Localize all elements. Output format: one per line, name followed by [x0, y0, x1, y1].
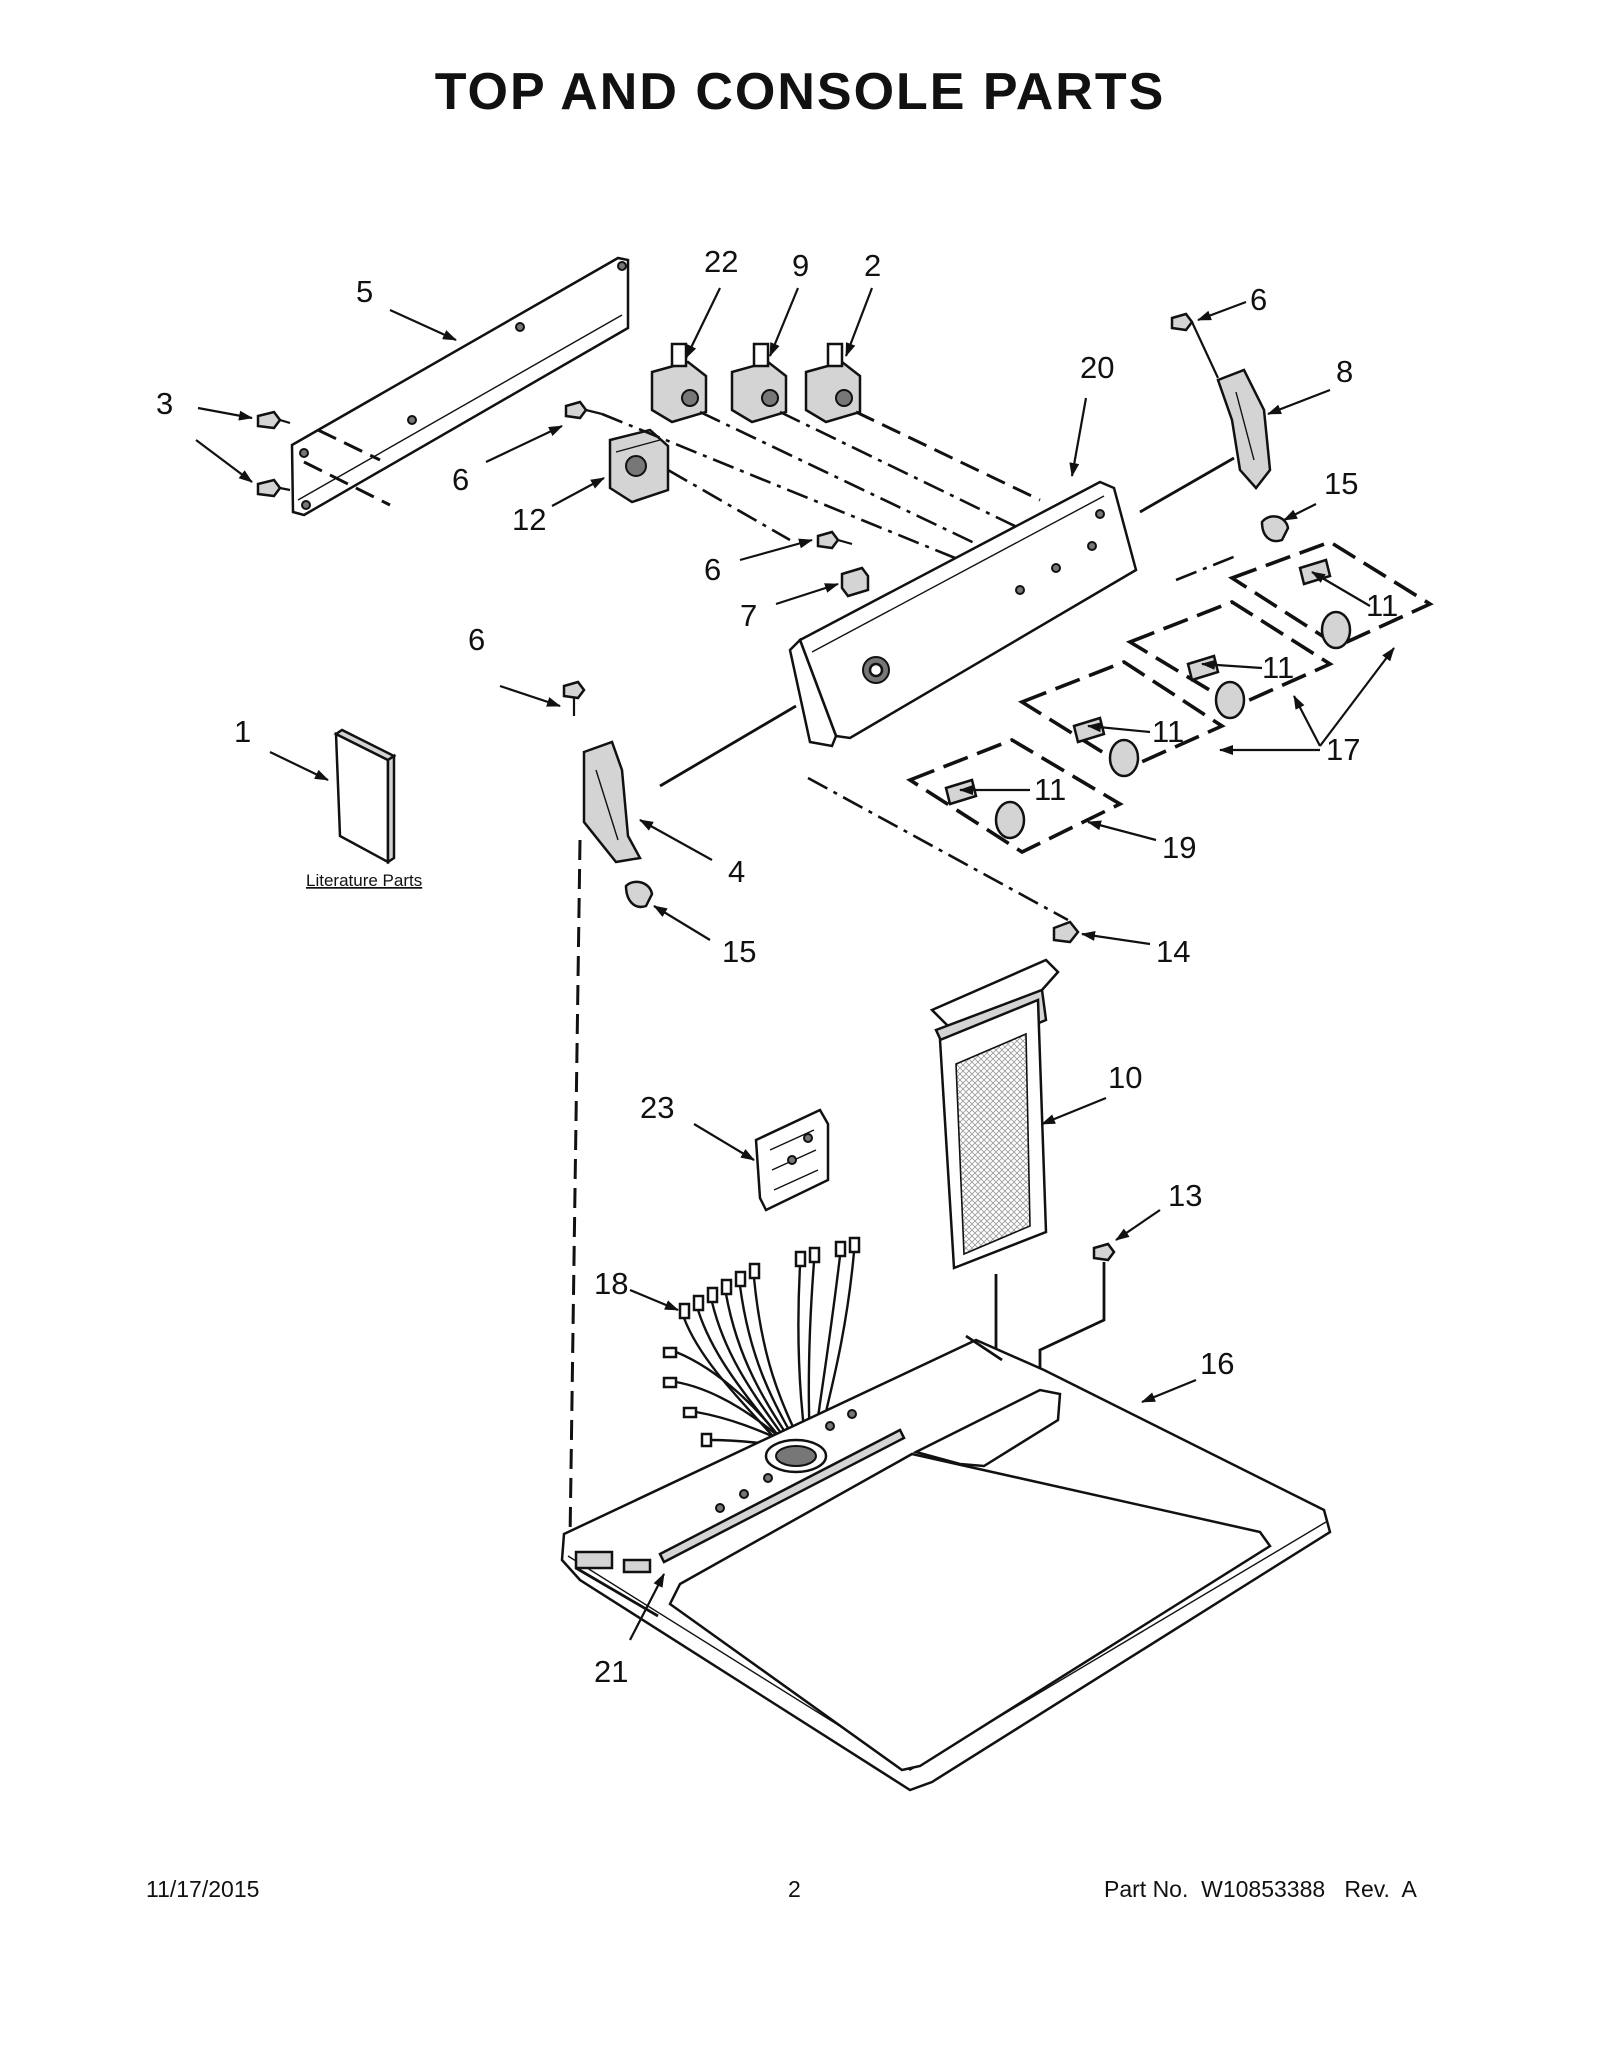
callout-15: 15 — [722, 934, 756, 969]
footer-part-number: Part No. W10853388 Rev. A — [1104, 1876, 1417, 1902]
part-20-console — [788, 480, 1138, 748]
callout-14: 14 — [1156, 934, 1190, 969]
part-2-switch — [804, 342, 862, 424]
guide-line — [303, 460, 391, 507]
part-15-clip — [624, 880, 654, 909]
guide-line — [699, 410, 1011, 562]
callout-23: 23 — [640, 1090, 674, 1125]
callout-6: 6 — [452, 462, 469, 497]
callout-6: 6 — [704, 552, 721, 587]
part-12-timer — [608, 428, 670, 504]
part-23-board — [754, 1108, 830, 1212]
callout-9: 9 — [792, 248, 809, 283]
part-13-screw — [1092, 1242, 1116, 1262]
guide-line — [855, 410, 1041, 502]
callout-22: 22 — [704, 244, 738, 279]
guide-line — [659, 704, 797, 788]
guide-line — [807, 776, 1069, 922]
callout-10: 10 — [1108, 1060, 1142, 1095]
part-8-bracket — [1216, 368, 1272, 490]
callout-20: 20 — [1080, 350, 1114, 385]
part-14-screw — [1052, 920, 1080, 944]
callout-3: 3 — [156, 386, 173, 421]
callout-11: 11 — [1262, 650, 1294, 685]
callout-4: 4 — [728, 854, 745, 889]
part-6-screw — [562, 680, 586, 716]
page-title: TOP AND CONSOLE PARTS — [434, 63, 1166, 121]
part-6-screw — [816, 530, 853, 550]
callout-2: 2 — [864, 248, 881, 283]
callout-11: 11 — [1034, 772, 1066, 807]
callout-18: 18 — [594, 1266, 628, 1301]
guide-line — [601, 412, 961, 562]
part-5-back-panel — [290, 256, 630, 517]
part-4-bracket — [582, 740, 642, 864]
footer-page-number: 2 — [788, 1876, 801, 1902]
guide-line — [1139, 456, 1235, 514]
knob-box-1 — [906, 738, 1124, 855]
callout-16: 16 — [1200, 1346, 1234, 1381]
callout-6: 6 — [468, 622, 485, 657]
part-6-screw — [1170, 312, 1219, 379]
leader-lines — [195, 287, 1395, 1641]
part-1-literature — [333, 728, 397, 865]
callout-12: 12 — [512, 502, 546, 537]
guide-line — [1175, 554, 1237, 582]
guide-line — [667, 468, 791, 542]
part-6-screw — [564, 400, 603, 420]
knob-box-3 — [1125, 599, 1334, 720]
callout-1: 1 — [234, 714, 251, 749]
callout-8: 8 — [1336, 354, 1353, 389]
callout-21: 21 — [594, 1654, 628, 1689]
knob-box-2 — [1018, 659, 1226, 778]
knob-box-4 — [1227, 540, 1434, 650]
literature-parts-label: Literature Parts — [306, 871, 422, 890]
guide-line — [779, 410, 1061, 550]
guide-line — [568, 839, 582, 1541]
part-3-screw — [256, 478, 291, 498]
part-10-lint-screen — [929, 958, 1060, 1270]
part-3-screw — [256, 410, 291, 430]
callout-5: 5 — [356, 274, 373, 309]
part-7-clip — [840, 566, 870, 598]
part-16-top — [560, 1334, 1332, 1792]
guide-line — [317, 428, 381, 462]
callout-17: 17 — [1326, 732, 1360, 767]
callout-19: 19 — [1162, 830, 1196, 865]
part-22-switch — [650, 342, 708, 424]
callout-11: 11 — [1152, 714, 1184, 749]
callout-15: 15 — [1324, 466, 1358, 501]
part-15-clip — [1260, 515, 1290, 543]
callout-7: 7 — [740, 598, 757, 633]
callout-13: 13 — [1168, 1178, 1202, 1213]
footer-date: 11/17/2015 — [146, 1876, 260, 1902]
part-9-switch — [730, 342, 788, 424]
callout-11: 11 — [1366, 588, 1398, 623]
callout-6: 6 — [1250, 282, 1267, 317]
